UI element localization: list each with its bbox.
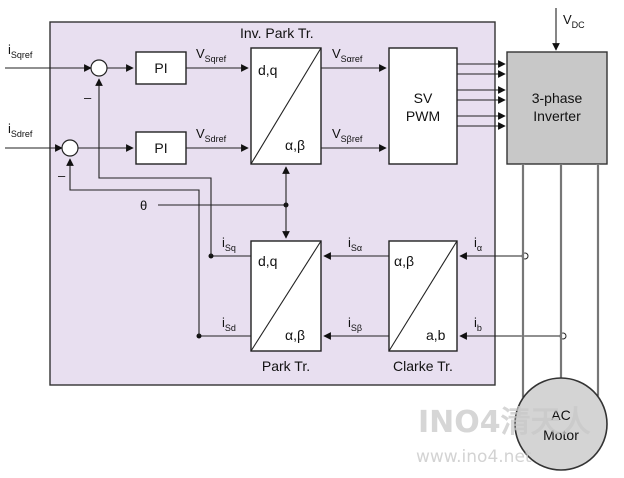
inv-park-dq: d,q <box>258 62 277 78</box>
isa-label: iSα <box>348 235 362 253</box>
minus-bottom: – <box>58 168 66 183</box>
summer-top <box>90 59 108 77</box>
inverter-label-2: Inverter <box>533 108 581 124</box>
clarke-title: Clarke Tr. <box>393 358 453 374</box>
svpwm-label-2: PWM <box>406 108 440 124</box>
pi-bottom-label: PI <box>154 140 167 156</box>
motor-label-1: AC <box>551 407 570 423</box>
pi-top-label: PI <box>154 60 167 76</box>
svpwm-block <box>388 47 458 165</box>
vsbref-label: VSβref <box>332 126 363 144</box>
pi-top-block <box>135 51 187 85</box>
svpwm-label-1: SV <box>414 90 433 106</box>
ib-label: ib <box>474 315 482 333</box>
isdref-label: iSdref <box>8 121 33 139</box>
clarke-ab-bottom: a,b <box>426 327 446 343</box>
inverter-label-1: 3-phase <box>532 90 583 106</box>
inv-park-ab: α,β <box>285 137 305 153</box>
park-ab: α,β <box>285 327 305 343</box>
motor-label-2: Motor <box>543 427 579 443</box>
vdc-label: VDC <box>563 12 585 30</box>
clarke-ab-top: α,β <box>394 253 414 269</box>
vsqref-label: VSqref <box>196 46 227 64</box>
watermark-url: www.ino4.net <box>416 447 532 467</box>
pwm-signal-lines <box>457 60 506 130</box>
motor-phase-lines <box>521 164 600 398</box>
park-title: Park Tr. <box>262 358 310 374</box>
summer-bottom <box>61 139 79 157</box>
isq-label: iSq <box>222 235 236 253</box>
inverter-block <box>506 51 608 165</box>
minus-top: – <box>84 90 92 105</box>
inv-park-title: Inv. Park Tr. <box>240 25 314 41</box>
isb-label: iSβ <box>348 315 362 333</box>
park-dq: d,q <box>258 253 277 269</box>
ia-label: iα <box>474 235 482 253</box>
isd-label: iSd <box>222 315 236 333</box>
theta-label: θ <box>140 198 147 213</box>
isqref-label: iSqref <box>8 42 33 60</box>
ac-motor <box>514 377 608 471</box>
vsdref-label: VSdref <box>196 126 227 144</box>
watermark-brand: INO4清天人 <box>418 405 591 440</box>
vsaref-label: VSαref <box>332 46 363 64</box>
